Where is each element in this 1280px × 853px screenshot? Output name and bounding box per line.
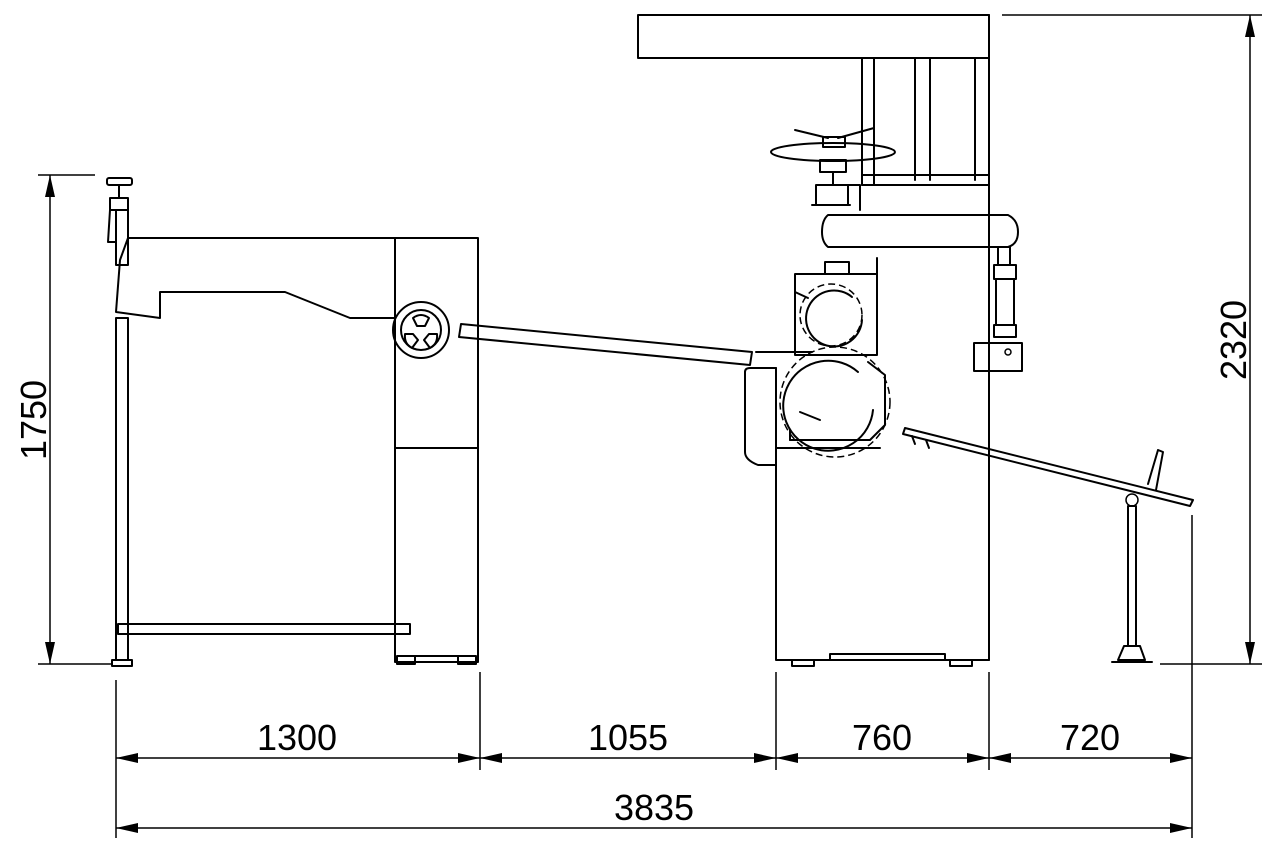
left-machine — [106, 177, 479, 667]
dimension-label-1055: 1055 — [588, 717, 668, 758]
dimension-height-left — [38, 174, 112, 665]
right-foot-2 — [949, 659, 973, 667]
dimension-total — [116, 823, 1192, 833]
lower-roller — [755, 346, 891, 458]
left-frame-body — [115, 237, 479, 663]
left-foot-2 — [396, 655, 416, 665]
top-handwheel-icon — [770, 127, 896, 211]
upper-roller — [794, 257, 878, 356]
discharge-table — [902, 427, 1194, 663]
side-handwheel-icon — [392, 301, 450, 359]
right-body — [775, 367, 990, 661]
pneumatic-cylinder — [973, 246, 1023, 372]
top-header-plate — [637, 14, 990, 59]
top-adjust-knob — [106, 177, 133, 266]
dimension-label-2320: 2320 — [1213, 300, 1254, 380]
right-foot-1 — [791, 659, 815, 667]
dimension-segments — [116, 753, 1192, 763]
left-post — [115, 317, 129, 661]
dimension-label-1300: 1300 — [257, 717, 337, 758]
dimension-label-1750: 1750 — [13, 380, 54, 460]
side-guard — [744, 367, 777, 466]
left-foot-1 — [111, 659, 133, 667]
right-machine — [637, 14, 1194, 667]
feed-conveyor — [458, 323, 753, 366]
dimension-label-720: 720 — [1060, 717, 1120, 758]
extension-lines — [115, 515, 1193, 838]
dimension-height-right — [1002, 14, 1262, 665]
dimension-label-760: 760 — [852, 717, 912, 758]
dimension-label-3835: 3835 — [614, 787, 694, 828]
upper-column — [861, 14, 990, 661]
left-foot-3 — [457, 655, 477, 665]
bottom-tray — [117, 623, 411, 635]
